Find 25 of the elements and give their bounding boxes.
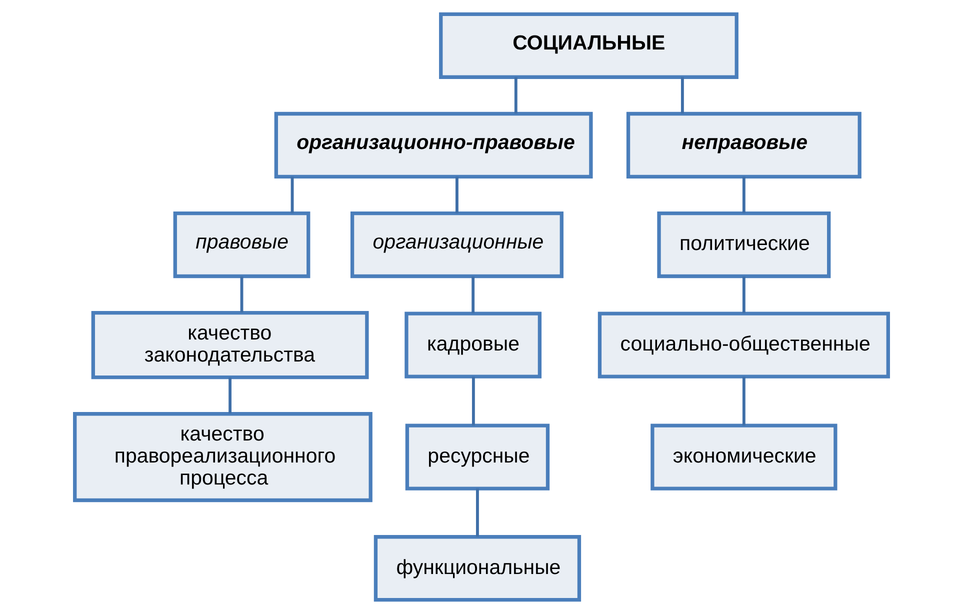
connector	[476, 488, 478, 537]
node-box: неправовые	[626, 112, 861, 179]
connector	[742, 376, 745, 426]
node-box: экономические	[650, 424, 837, 490]
node-box: кадровые	[404, 312, 542, 378]
connector	[471, 376, 474, 426]
node-box: социально-общественные	[597, 312, 890, 378]
connector	[471, 276, 474, 314]
connector	[290, 176, 294, 214]
node-box: политические	[656, 211, 830, 278]
node-box: качество правореализационного процесса	[72, 412, 372, 502]
connector	[514, 77, 517, 114]
node-box: ресурсные	[404, 424, 550, 490]
node-box: качество законодательства	[90, 311, 368, 380]
node-box: организационные	[350, 211, 563, 278]
node-box: СОЦИАЛЬНЫЕ	[438, 12, 738, 79]
node-box: функциональные	[373, 535, 581, 602]
node-box: организационно-правовые	[274, 112, 592, 179]
connector	[455, 176, 458, 214]
connector	[680, 77, 684, 114]
connector	[240, 276, 243, 312]
connector	[742, 176, 745, 214]
node-box: правовые	[172, 211, 310, 278]
connector	[742, 276, 745, 314]
connector	[228, 377, 231, 414]
